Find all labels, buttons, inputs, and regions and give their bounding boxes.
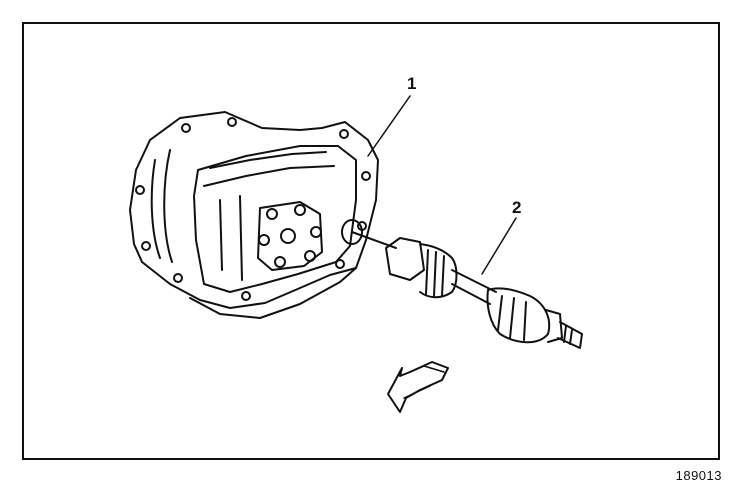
callout-2-leader xyxy=(481,217,517,275)
callout-1-leader xyxy=(367,95,411,157)
callout-2-label: 2 xyxy=(512,198,522,217)
illustration-frame xyxy=(22,22,720,460)
drive-axle xyxy=(351,231,583,349)
transaxle-housing xyxy=(129,111,379,319)
figure-id: 189013 xyxy=(675,468,722,483)
callout-1-label: 1 xyxy=(407,74,417,93)
direction-arrow xyxy=(387,361,449,413)
